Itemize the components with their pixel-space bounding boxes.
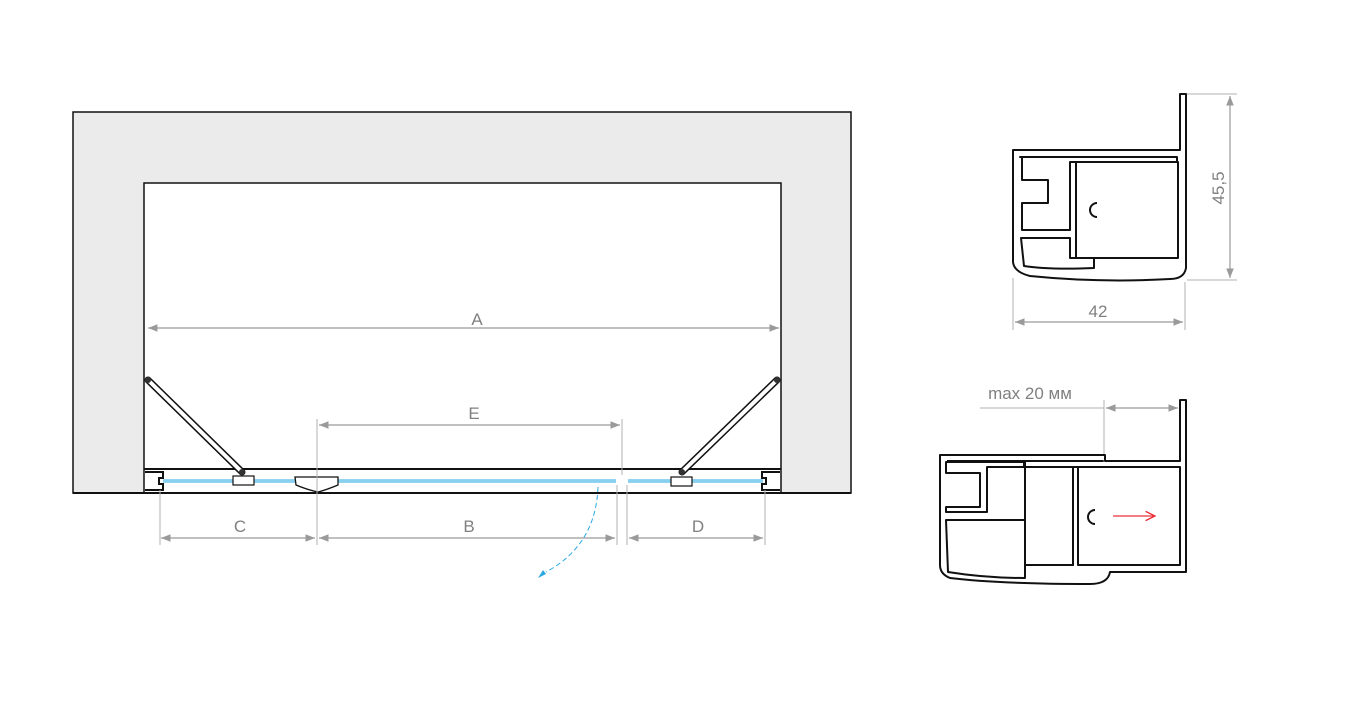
dimension-c-label: C <box>234 517 246 536</box>
left-wall-profile <box>145 471 164 491</box>
profile-height-label: 45,5 <box>1209 171 1228 204</box>
dimension-e-label: E <box>468 404 479 423</box>
profile-width-label: 42 <box>1089 302 1108 321</box>
swing-arrow-icon <box>538 570 546 578</box>
plan-view: A E C B D <box>72 111 852 578</box>
wall-profile-section-closed: 45,5 42 <box>1012 93 1237 330</box>
left-stabilizer-arm <box>144 376 255 486</box>
max-adjustment-label: max 20 мм <box>988 384 1072 403</box>
dimension-d-label: D <box>692 517 704 536</box>
shower-niche <box>143 182 782 494</box>
wall-profile-section-extended: max 20 мм <box>939 384 1187 585</box>
dimension-b-label: B <box>463 517 474 536</box>
right-wall-profile <box>761 471 780 491</box>
dimension-a-label: A <box>471 310 483 329</box>
right-stabilizer-arm <box>670 376 781 487</box>
door-swing-arc <box>545 486 599 573</box>
